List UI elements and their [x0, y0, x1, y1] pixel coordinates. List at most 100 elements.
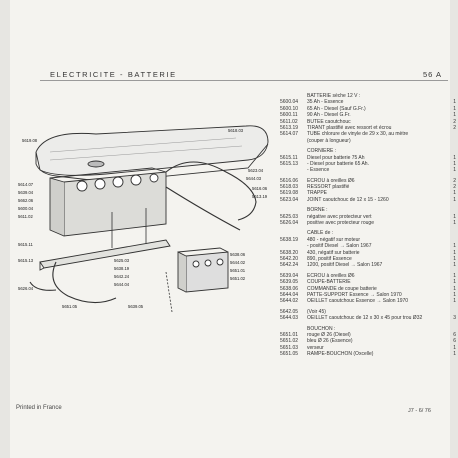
part-row: (couper à longueur): [280, 138, 458, 144]
callout: 5611.02: [18, 214, 33, 219]
part-row: - positif Diesel → Salon 1967 1: [280, 243, 458, 249]
part-ref: 5625.03: [280, 213, 299, 220]
battery-box: [49, 167, 167, 237]
part-ref: 5651.03: [280, 344, 299, 351]
part-desc: OEILLET caoutchouc Essence → Salon 1970: [307, 298, 409, 305]
part-desc: Diesel pour batterie 75 Ah: [307, 154, 365, 161]
section-title: ELECTRICITE - BATTERIE: [50, 70, 177, 79]
part-ref: 5616.06: [280, 177, 299, 184]
part-ref: 5644.04: [280, 291, 299, 298]
part-row: 5619.08 TRAPPE 1: [280, 190, 458, 196]
part-qty: 1: [453, 262, 456, 269]
part-row: 5644.02 OEILLET caoutchouc Essence → Salo…: [280, 298, 458, 304]
part-row: 5642.05(Voir 45): [280, 309, 458, 315]
callout: 5615.11: [18, 242, 33, 247]
part-ref: 5639.04: [280, 272, 299, 279]
tie-rods: [111, 208, 173, 313]
part-qty: 1: [453, 190, 456, 197]
part-desc: BATTERIE sèche 12 V :: [307, 93, 361, 99]
part-desc: 65 Ah - Diesel (Sauf G.Fr.): [307, 105, 366, 112]
part-qty: 1: [453, 272, 456, 279]
callout: 5651.05: [62, 304, 78, 309]
part-desc: - Diesel pour batterie 65 Ah.: [307, 160, 369, 167]
callout: 5639.04: [18, 190, 34, 195]
part-desc: positive avec protecteur rouge: [307, 220, 374, 227]
part-desc: RESSORT plastifié: [307, 184, 350, 191]
part-qty: 1: [453, 344, 456, 351]
part-qty: 2: [453, 177, 456, 184]
part-ref: 5644.02: [280, 298, 299, 305]
part-ref: 5651.05: [280, 351, 299, 358]
part-desc: TIRANT plastifié avec ressort et écrou: [307, 124, 392, 131]
battery-cables: [29, 161, 257, 304]
part-qty: 1: [453, 105, 456, 112]
part-row: 5613.19 TIRANT plastifié avec ressort et …: [280, 125, 458, 131]
part-desc: TRAPPE: [307, 190, 328, 197]
callout: 5626.04: [18, 286, 34, 291]
part-desc: - Essence: [307, 167, 330, 174]
part-desc: BOUCHON :: [307, 325, 336, 332]
part-row: 5625.03 négative avec protecteur vert 1: [280, 214, 458, 220]
part-desc: JOINT caoutchouc de 12 x 15 - 1260: [307, 196, 389, 203]
callout: 5625.03: [114, 258, 130, 263]
part-desc: 890, positif Essence: [307, 255, 352, 262]
part-desc: CORNIERE :: [307, 148, 337, 155]
part-qty: 1: [453, 154, 456, 161]
part-row: CORNIERE :: [280, 148, 458, 154]
part-qty: 3: [453, 315, 456, 322]
callout: 5662.06: [18, 198, 34, 203]
part-desc: BORNE :: [307, 207, 328, 214]
part-desc: 430, négatif sur batterie: [307, 249, 360, 256]
part-ref: 5613.19: [280, 124, 299, 131]
spare-battery: [177, 247, 229, 293]
part-qty: 1: [453, 255, 456, 262]
part-qty: 1: [453, 291, 456, 298]
part-desc: 1200, positif Diesel → Salon 1967: [307, 262, 383, 269]
part-ref: 5644.03: [280, 315, 299, 322]
part-ref: 5618.03: [280, 184, 299, 191]
part-desc: (couper à longueur): [307, 137, 351, 144]
part-desc: - positif Diesel → Salon 1967: [307, 243, 372, 250]
part-ref: 5619.08: [280, 190, 299, 197]
part-qty: 1: [453, 285, 456, 292]
part-desc: RAMPE-BOUCHON (Oxcelle): [307, 351, 374, 358]
part-row: BORNE :: [280, 207, 458, 213]
callout: 5616.06: [252, 186, 268, 191]
part-row: 5618.03 RESSORT plastifié 2: [280, 184, 458, 190]
part-ref: 5642.05: [280, 308, 299, 315]
part-desc: COMMANDE de coupe batterie: [307, 285, 377, 292]
part-ref: 5615.13: [280, 160, 299, 167]
part-desc: 90 Ah - Diesel G.Fr.: [307, 112, 351, 119]
part-ref: 5651.01: [280, 331, 299, 338]
part-ref: 5600.04: [280, 99, 299, 106]
part-row: 5615.13- Diesel pour batterie 65 Ah.1: [280, 161, 458, 167]
callout: 5618.03: [228, 128, 244, 133]
part-desc: OEILLET caoutchouc de 12 x 30 x 45 pour …: [307, 315, 423, 322]
part-qty: 1: [453, 243, 456, 250]
part-desc: négative avec protecteur vert: [307, 213, 372, 220]
part-desc: COUPE-BATTERIE: [307, 279, 351, 286]
callout: 5639.05: [128, 304, 144, 309]
part-desc: 35 Ah - Essence: [307, 99, 344, 106]
part-desc: BUTEE caoutchouc: [307, 118, 351, 125]
part-row: BATTERIE sèche 12 V :: [280, 93, 458, 99]
part-qty: 2: [453, 184, 456, 191]
part-row: 5644.03 OEILLET caoutchouc de 12 x 30 x 4…: [280, 315, 458, 321]
callout: 5615.13: [18, 258, 34, 263]
part-ref: 5626.04: [280, 220, 299, 227]
part-qty: 1: [453, 351, 456, 358]
part-qty: 1: [453, 213, 456, 220]
